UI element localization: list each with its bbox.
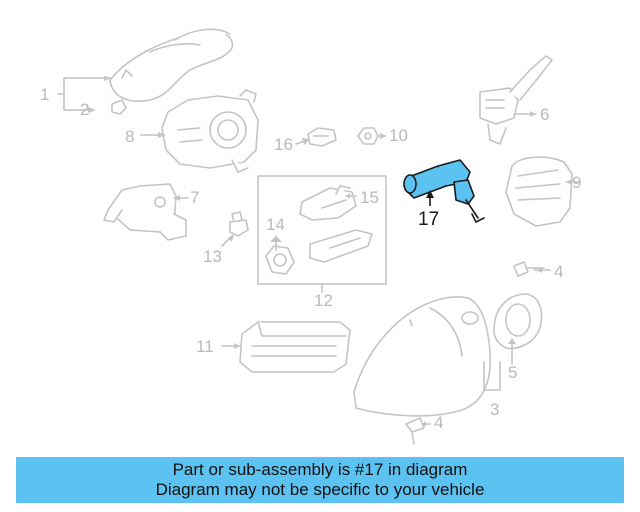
callout-16: 16 [274, 135, 293, 154]
banner-line-2: Diagram may not be specific to your vehi… [155, 480, 485, 499]
callout-9: 9 [572, 173, 582, 192]
callout-12: 12 [314, 291, 333, 310]
callout-8: 8 [125, 127, 135, 146]
part-16-bracket [307, 127, 337, 147]
part-5-ring [493, 293, 543, 350]
part-3-lower-cover [353, 296, 492, 417]
leader-17-arrow [426, 190, 434, 198]
part-8-housing [161, 89, 259, 173]
part-15-bracket [299, 185, 357, 221]
callout-10: 10 [389, 126, 408, 145]
callout-1: 1 [40, 85, 50, 104]
part-11-module [239, 321, 351, 373]
callout-5: 5 [508, 363, 518, 382]
part-17-ignition-lock [403, 159, 485, 223]
banner-line-1: Part or sub-assembly is #17 in diagram [172, 460, 468, 479]
callout-3: 3 [490, 400, 500, 419]
part-2-clip [111, 99, 127, 115]
part-13-bolt [229, 211, 249, 237]
callout-6: 6 [540, 105, 550, 124]
callout-4-upper: 4 [554, 262, 564, 281]
parts-diagram [57, 28, 579, 445]
part-12-shaft [309, 229, 373, 263]
leader-3 [483, 361, 501, 391]
callout-11: 11 [196, 337, 214, 356]
part-6-switch [479, 55, 553, 145]
callout-7: 7 [190, 188, 200, 207]
part-7-switch [103, 183, 187, 241]
callout-4-lower: 4 [434, 413, 444, 432]
leader-arrows [88, 76, 572, 427]
part-1-column-cover [109, 28, 234, 102]
part-10-nut [357, 127, 379, 145]
part-9-switch [505, 156, 573, 227]
callout-17: 17 [418, 209, 440, 230]
callout-2: 2 [80, 100, 90, 119]
callout-13: 13 [203, 247, 222, 266]
part-14-cylinder [265, 235, 295, 275]
part-info-banner: Part or sub-assembly is #17 in diagram D… [16, 457, 624, 503]
callout-15: 15 [360, 188, 379, 207]
part-4-bolt [405, 417, 425, 445]
callout-14: 14 [266, 215, 285, 234]
leader-1-2 [57, 77, 111, 111]
